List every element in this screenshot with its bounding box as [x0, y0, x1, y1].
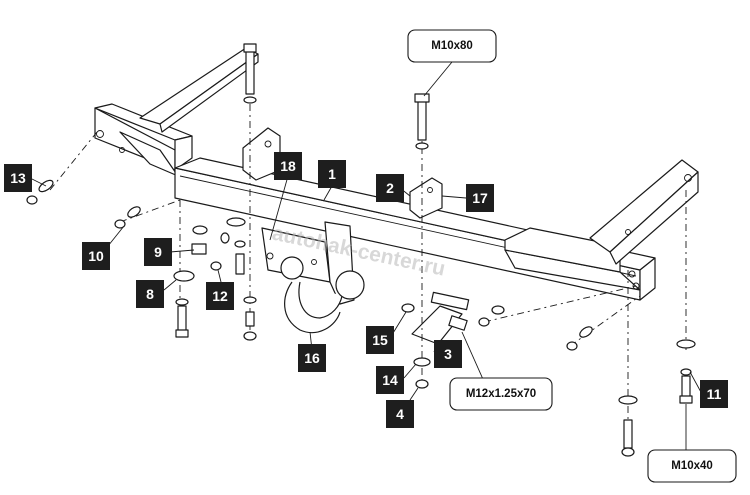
callout-4: 8	[136, 280, 164, 308]
callouts: 13 10 9 8 12 18 1 2 17 16 15 3 14 4 11	[4, 152, 728, 428]
spec-label-center-bolt: M12x1.25x70	[449, 377, 553, 411]
bolt-m12	[448, 315, 468, 331]
svg-text:4: 4	[396, 406, 404, 422]
bolt-head-4	[175, 329, 189, 338]
bracket-16	[409, 177, 443, 219]
bolt-top-left	[245, 47, 255, 95]
washer-15	[401, 303, 415, 313]
washer-10	[127, 206, 141, 218]
nut-13	[26, 195, 38, 205]
svg-text:2: 2	[386, 180, 394, 196]
bolt-head-top-left	[243, 43, 257, 53]
spec-label-right-bolt: M10x40	[647, 449, 737, 483]
lock-washer-4	[175, 298, 189, 306]
callout-10: 10	[82, 242, 110, 270]
bolt-4	[177, 305, 187, 333]
flat-washer-upper	[226, 217, 246, 227]
callout-12: 12	[206, 282, 234, 310]
nut-10	[114, 219, 126, 229]
lock-washer-9	[220, 232, 230, 244]
washer-14	[413, 357, 431, 367]
washer-lower-left	[243, 296, 257, 304]
washer-right-lower	[618, 395, 638, 405]
washer-12	[234, 240, 246, 248]
washer-right-b	[579, 326, 593, 338]
washer-11-upper	[676, 339, 696, 349]
svg-text:10: 10	[88, 248, 104, 264]
callout-18: 18	[274, 152, 302, 180]
washer-right-a	[491, 305, 505, 315]
svg-text:M10x40: M10x40	[671, 460, 713, 472]
svg-text:9: 9	[154, 244, 162, 260]
svg-text:M12x1.25x70: M12x1.25x70	[466, 388, 536, 400]
callout-1: 1	[318, 160, 346, 188]
socket-bracket	[411, 291, 470, 345]
svg-text:3: 3	[444, 346, 452, 362]
svg-text:11: 11	[707, 386, 722, 402]
svg-text:1: 1	[328, 166, 336, 182]
nut-8	[415, 379, 429, 389]
lock-washer-12	[210, 261, 222, 271]
callout-2: 2	[376, 174, 404, 202]
callout-16: 17	[466, 184, 494, 212]
bolt-m10x80	[417, 99, 427, 141]
washer-m10x80	[415, 142, 429, 150]
callout-9: 9	[144, 238, 172, 266]
washer-top-left	[243, 96, 257, 104]
svg-text:17: 17	[472, 190, 488, 206]
spec-label-top-bolt: M10x80	[407, 29, 497, 63]
svg-text:16: 16	[304, 350, 320, 366]
svg-text:13: 13	[10, 170, 26, 186]
bolt-right-lower	[623, 419, 633, 449]
fasteners	[26, 43, 696, 457]
bolt-12	[235, 253, 245, 275]
svg-text:M10x80: M10x80	[431, 40, 473, 52]
lock-washer-11	[680, 368, 692, 376]
bolt-head-m10x80	[414, 93, 430, 103]
bolt-11	[681, 375, 691, 399]
washer-9	[192, 225, 208, 235]
tow-ball-mount	[261, 221, 365, 334]
svg-text:15: 15	[372, 332, 388, 348]
nut-right-a	[478, 317, 490, 327]
callout-11: 11	[700, 380, 728, 408]
bolt-head-11	[679, 395, 693, 404]
washer-4	[173, 270, 195, 282]
callout-15: 15	[366, 326, 394, 354]
nut-9	[191, 243, 207, 255]
callout-17: 16	[298, 344, 326, 372]
callout-13: 13	[4, 164, 32, 192]
callout-8: 4	[386, 400, 414, 428]
svg-text:8: 8	[146, 286, 154, 302]
callout-14: 14	[376, 366, 404, 394]
nut-right-lower	[621, 447, 635, 457]
svg-text:18: 18	[280, 158, 296, 174]
svg-text:14: 14	[382, 372, 398, 388]
left-mounting-bracket	[94, 47, 259, 177]
right-mounting-bracket	[504, 159, 699, 291]
bolt-lower-left	[245, 311, 255, 327]
svg-text:12: 12	[212, 288, 228, 304]
assembly-centerlines	[49, 70, 687, 440]
callout-3: 3	[434, 340, 462, 368]
spec-labels: M10x80 M12x1.25x70 M10x40	[407, 29, 737, 483]
nut-right-b	[566, 341, 578, 351]
nut-lower-left	[243, 331, 257, 341]
